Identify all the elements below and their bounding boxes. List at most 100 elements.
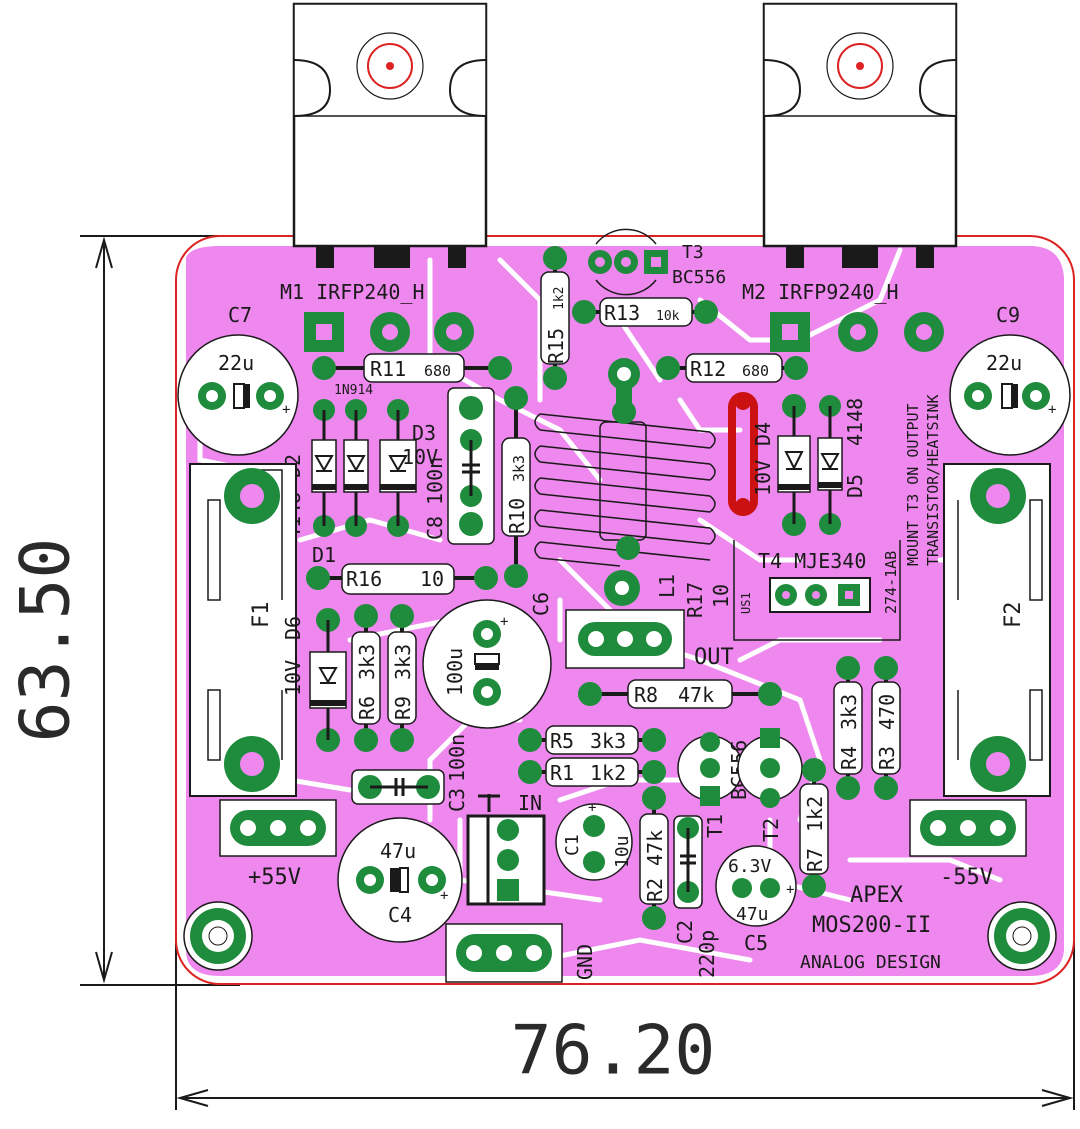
c1-value: 10u <box>612 835 633 868</box>
capacitor-c4[interactable]: + 47u C4 <box>337 817 463 943</box>
r5-value: 3k3 <box>590 729 626 753</box>
trace-clearances <box>197 247 1043 963</box>
diode-d4[interactable]: D4 10V <box>751 394 811 536</box>
dimension-markers <box>80 235 1075 1110</box>
dimension-height-label: 63.50 <box>7 538 86 743</box>
brand-name: APEX <box>850 883 904 908</box>
t3-ref: T3 <box>682 242 704 263</box>
capacitor-c8[interactable]: C8 100n <box>423 387 495 545</box>
r7-value: 1k2 <box>803 796 827 832</box>
in-connector[interactable]: IN <box>466 791 546 906</box>
l1-ref: L1 <box>655 574 679 598</box>
resistor-r16[interactable]: R16 10 <box>306 563 498 595</box>
transistor-t4[interactable]: T4 MJE340 US1 274-1AB <box>733 540 901 641</box>
svg-text:+: + <box>786 882 794 898</box>
capacitor-c9[interactable]: + C9 22u <box>949 303 1071 456</box>
resistor-r9[interactable]: R9 3k3 <box>387 604 417 752</box>
r11-ref: R11 <box>370 357 406 381</box>
part-1n914: 1N914 <box>334 383 373 398</box>
dim-height-arrow-top <box>95 236 113 269</box>
r17-ref: R17 <box>683 582 707 618</box>
fuse-holder-f2[interactable]: F2 <box>943 463 1051 797</box>
diode-d3[interactable]: D3 10V <box>379 399 438 537</box>
neg-supply-connector[interactable]: -55V <box>909 799 1027 890</box>
mounting-holes <box>183 901 1057 971</box>
c4-value: 47u <box>380 839 416 863</box>
out-connector[interactable]: OUT <box>565 609 734 670</box>
c5-voltage: 6.3V <box>728 856 772 877</box>
svg-text:+: + <box>500 614 508 630</box>
diode-d6[interactable]: D6 10V <box>281 608 347 752</box>
resistor-r11[interactable]: R11 680 <box>312 353 512 383</box>
r6-value: 3k3 <box>355 644 379 680</box>
r11-value: 680 <box>424 362 451 380</box>
mosfet-m2-tab <box>763 3 957 117</box>
capacitor-c1[interactable]: + C1 10u <box>555 800 633 881</box>
resistor-r13[interactable]: R13 10k <box>572 297 718 327</box>
mosfet-pads <box>304 312 944 352</box>
t1-ref: T1 <box>703 814 727 838</box>
diode-d2b[interactable] <box>343 399 369 537</box>
f1-label: F1 <box>249 602 274 629</box>
resistor-r5[interactable]: R5 3k3 <box>518 725 666 755</box>
resistor-r2[interactable]: R2 47k <box>639 786 669 930</box>
resistor-r8[interactable]: R8 47k <box>578 679 782 709</box>
resistor-r1[interactable]: R1 1k2 <box>518 757 666 787</box>
svg-text:+: + <box>588 800 596 816</box>
mosfet-m1-hole-center <box>386 62 394 70</box>
resistor-r12[interactable]: R12 680 <box>656 353 808 383</box>
dimension-width-label: 76.20 <box>511 1012 716 1091</box>
r9-ref: R9 <box>391 696 415 720</box>
capacitor-c7[interactable]: + C7 22u <box>177 303 299 456</box>
r6-ref: R6 <box>355 696 379 720</box>
capacitor-c3[interactable]: C3 100n <box>351 734 469 812</box>
c8-ref: C8 <box>423 516 447 540</box>
r17-value: 10 <box>709 584 733 608</box>
c7-ref: C7 <box>228 303 252 327</box>
resistor-r4[interactable]: R4 3k3 <box>833 656 863 800</box>
r15-ref: R15 <box>544 328 568 364</box>
c9-value: 22u <box>986 351 1022 375</box>
pos-supply-connector[interactable]: +55V <box>219 799 337 890</box>
out-label: OUT <box>694 645 734 670</box>
r10-value: 3k3 <box>510 455 528 482</box>
t3-type: BC556 <box>672 267 726 288</box>
mosfet-m2-label: M2 IRFP9240_H <box>742 280 899 304</box>
t2-ref: T2 <box>759 818 783 842</box>
resistor-r3[interactable]: R3 470 <box>871 656 901 800</box>
resistor-r6[interactable]: R6 3k3 <box>351 604 381 752</box>
t4-label: T4 MJE340 <box>758 549 866 573</box>
r13-value: 10k <box>656 309 680 324</box>
resistor-r7[interactable]: R7 1k2 <box>799 758 829 898</box>
transistor-t2[interactable]: T2 <box>737 728 803 842</box>
svg-text:+: + <box>1048 402 1056 418</box>
resistor-r10[interactable]: R10 3k3 <box>501 386 531 588</box>
gnd-connector[interactable]: GND <box>445 923 597 983</box>
mosfet-m1[interactable]: M1 IRFP240_H <box>280 2 488 304</box>
r1-value: 1k2 <box>590 761 626 785</box>
c5-value: 47u <box>736 904 769 925</box>
transistor-t3[interactable]: T3 BC556 <box>588 228 726 296</box>
heatsink-part: 274-1AB <box>882 551 900 614</box>
r2-value: 47k <box>643 830 667 866</box>
r16-ref: R16 <box>346 567 382 591</box>
r4-value: 3k3 <box>837 694 861 730</box>
gnd-label: GND <box>573 944 597 980</box>
branding: APEX MOS200-II ANALOG DESIGN <box>800 883 941 973</box>
r8-ref: R8 <box>634 683 658 707</box>
c5-ref: C5 <box>744 931 768 955</box>
r2-ref: R2 <box>643 878 667 902</box>
resistor-r15[interactable]: R15 1k2 <box>540 246 570 390</box>
inductor-l1[interactable]: C6 L1 R17 10 <box>529 358 733 618</box>
mosfet-m2-mount-hole <box>837 43 883 89</box>
d1-ref: D1 <box>312 543 336 567</box>
diode-d5[interactable]: D5 4148 <box>817 395 867 535</box>
capacitor-c2[interactable]: C2 220p <box>673 815 719 978</box>
fuse-holder-f1[interactable]: F1 <box>189 463 297 797</box>
capacitor-100u[interactable]: + 100u <box>422 599 552 729</box>
mount-note-line2: TRANSISTOR/HEATSINK <box>924 394 942 566</box>
capacitor-c5[interactable]: + 6.3V 47u C5 <box>715 845 797 955</box>
mosfet-m2[interactable]: M2 IRFP9240_H <box>742 2 958 304</box>
mosfet-m1-tab <box>293 3 487 117</box>
